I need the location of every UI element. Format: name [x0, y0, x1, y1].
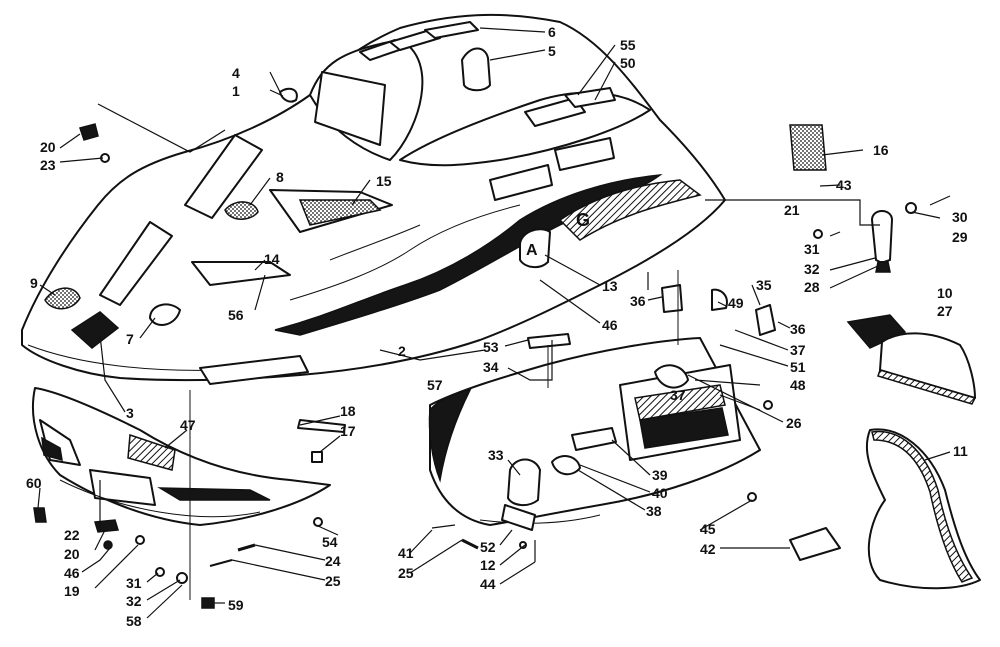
part-label-l-51: 51: [790, 359, 806, 375]
part-label-l-34: 34: [483, 359, 499, 375]
belly-pan: [31, 387, 331, 526]
part-label-l-10: 10: [937, 285, 953, 301]
part-label-l-17: 17: [340, 423, 356, 439]
part-label-l-25b: 25: [325, 573, 341, 589]
leader-lines: [37, 27, 951, 619]
part-label-l-28: 28: [804, 279, 820, 295]
part-label-l-7: 7: [126, 331, 134, 347]
part-label-l-27: 27: [937, 303, 953, 319]
part-label-l-38: 38: [646, 503, 662, 519]
part-label-l-8: 8: [276, 169, 284, 185]
part-label-l-53: 53: [483, 339, 499, 355]
part-label-l-31b: 31: [126, 575, 142, 591]
side-panel: [428, 337, 761, 526]
svg-text:G: G: [576, 210, 590, 230]
loose-parts: [33, 123, 981, 609]
part-label-l-15: 15: [376, 173, 392, 189]
part-label-l-29: 29: [952, 229, 968, 245]
part-label-l-56: 56: [228, 307, 244, 323]
part-label-l-57: 57: [427, 377, 443, 393]
part-label-l-3: 3: [126, 405, 134, 421]
part-label-l-47: 47: [180, 417, 196, 433]
part-label-l-58: 58: [126, 613, 142, 629]
part-label-l-1: 1: [232, 83, 240, 99]
part-label-l-13: 13: [602, 278, 618, 294]
part-label-l-35: 35: [756, 277, 772, 293]
part-label-l-55: 55: [620, 37, 636, 53]
part-label-l-12: 12: [480, 557, 496, 573]
part-label-l-48: 48: [790, 377, 806, 393]
part-label-l-30: 30: [952, 209, 968, 225]
part-label-l-23: 23: [40, 157, 56, 173]
part-label-l-37a: 37: [790, 342, 806, 358]
part-label-l-2: 2: [398, 343, 406, 359]
part-label-l-42: 42: [700, 541, 716, 557]
part-label-l-36b: 36: [790, 321, 806, 337]
part-label-l-52: 52: [480, 539, 496, 555]
part-label-l-41: 41: [398, 545, 414, 561]
part-label-l-26: 26: [786, 415, 802, 431]
part-label-l-39: 39: [652, 467, 668, 483]
part-label-l-45: 45: [700, 521, 716, 537]
part-label-l-5: 5: [548, 43, 556, 59]
part-label-l-59: 59: [228, 597, 244, 613]
part-label-l-37b: 37: [670, 387, 686, 403]
part-label-l-25a: 25: [398, 565, 414, 581]
part-label-l-50: 50: [620, 55, 636, 71]
part-label-l-19: 19: [64, 583, 80, 599]
part-label-l-49: 49: [728, 295, 744, 311]
part-label-l-40: 40: [652, 485, 668, 501]
part-label-l-60: 60: [26, 475, 42, 491]
part-label-l-21: 21: [784, 202, 800, 218]
part-label-l-32b: 32: [126, 593, 142, 609]
part-label-l-11: 11: [953, 443, 968, 459]
svg-text:A: A: [526, 242, 538, 259]
part-label-l-46a: 46: [602, 317, 618, 333]
part-label-l-22: 22: [64, 527, 80, 543]
part-label-l-24: 24: [325, 553, 341, 569]
part-label-l-31a: 31: [804, 241, 820, 257]
part-label-l-20b: 20: [64, 546, 80, 562]
part-label-l-36a: 36: [630, 293, 646, 309]
part-label-l-43: 43: [836, 177, 852, 193]
part-label-l-4: 4: [232, 65, 240, 81]
part-label-l-20a: 20: [40, 139, 56, 155]
hood: A G: [21, 13, 726, 385]
part-label-l-54: 54: [322, 534, 338, 550]
part-label-l-44: 44: [480, 576, 496, 592]
part-label-l-18: 18: [340, 403, 356, 419]
part-label-l-33: 33: [488, 447, 504, 463]
part-label-l-46b: 46: [64, 565, 80, 581]
part-label-l-9: 9: [30, 275, 38, 291]
part-label-l-6: 6: [548, 24, 556, 40]
part-label-l-32a: 32: [804, 261, 820, 277]
part-label-l-16: 16: [873, 142, 889, 158]
part-label-l-14: 14: [264, 251, 280, 267]
